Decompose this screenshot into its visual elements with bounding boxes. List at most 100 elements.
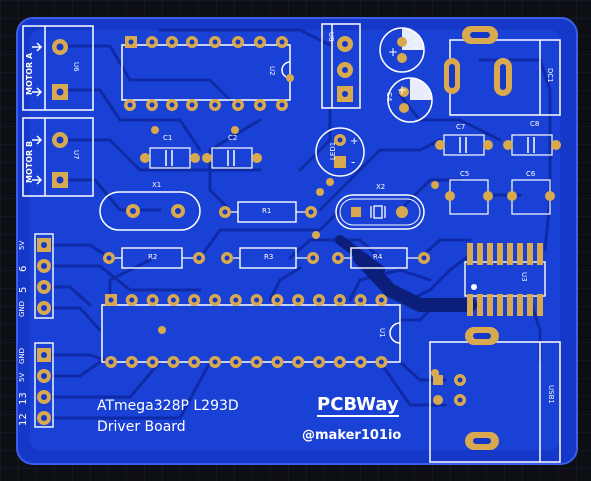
u1-pad-hole <box>378 359 384 365</box>
header2-pin-13: 13 <box>18 392 29 405</box>
led1[interactable]: + - <box>315 127 365 177</box>
u1-pad-hole <box>191 297 197 303</box>
u1-pad-hole <box>254 359 260 365</box>
dc1-power-jack[interactable] <box>444 26 561 116</box>
u1-pad-hole <box>170 297 176 303</box>
c7-capacitor[interactable] <box>435 134 493 156</box>
motor-a-terminal[interactable] <box>22 25 94 111</box>
u1-atmega328p[interactable] <box>101 294 401 368</box>
power-trace-2 <box>335 235 385 275</box>
u1-pad-hole <box>316 359 322 365</box>
u1-pad-hole <box>212 297 218 303</box>
header2-pin-12: 12 <box>18 413 29 426</box>
u1-pad-hole <box>170 359 176 365</box>
ref-c5: C5 <box>460 170 470 178</box>
u1-pad-hole <box>358 297 364 303</box>
r2-resistor[interactable] <box>103 247 205 269</box>
c2-capacitor[interactable] <box>202 147 262 169</box>
ref-r2: R2 <box>148 253 158 261</box>
ref-led1: LED1 <box>329 141 337 160</box>
u1-pad-hole <box>337 297 343 303</box>
ref-u6: U6 <box>72 62 80 72</box>
u2-driver-ic[interactable] <box>121 36 291 111</box>
u1-pad-hole <box>129 297 135 303</box>
r4-resistor[interactable] <box>332 247 430 269</box>
header-2[interactable] <box>34 342 54 428</box>
ref-r4: R4 <box>373 253 383 261</box>
c1-capacitor[interactable] <box>140 147 200 169</box>
board-title-line1: ATmega328P L293D <box>97 398 239 414</box>
ref-c6: C6 <box>526 170 536 178</box>
ref-c7: C7 <box>456 123 466 131</box>
u1-pad-hole <box>378 297 384 303</box>
u1-pad-hole <box>358 359 364 365</box>
c6-capacitor[interactable] <box>507 179 555 215</box>
u1-pad-hole <box>108 297 114 303</box>
u3-soic-ic[interactable] <box>464 243 546 316</box>
u1-pad-hole <box>274 359 280 365</box>
ref-c1: C1 <box>163 134 173 142</box>
ref-c2: C2 <box>228 134 238 142</box>
board-title-line2: Driver Board <box>97 419 186 435</box>
u1-pad-hole <box>316 297 322 303</box>
ref-dc1: DC1 <box>546 68 554 83</box>
ref-u1: U1 <box>378 328 386 338</box>
ref-c3: C3 <box>411 40 419 50</box>
ref-u2: U2 <box>268 66 276 76</box>
u1-pad-hole <box>212 359 218 365</box>
u1-pad-hole <box>274 297 280 303</box>
u1-pad-hole <box>191 359 197 365</box>
x1-crystal[interactable] <box>99 191 201 231</box>
r1-resistor[interactable] <box>219 201 317 223</box>
motor-b-terminal[interactable] <box>22 117 94 197</box>
u1-pad-hole <box>337 359 343 365</box>
x2-crystal[interactable] <box>335 194 425 230</box>
u1-pad-hole <box>233 359 239 365</box>
svg-text:-: - <box>351 155 355 169</box>
ref-x2: X2 <box>376 183 386 191</box>
u1-pad-hole <box>150 359 156 365</box>
header1-pin-5: 5 <box>18 286 29 293</box>
usb1-connector[interactable] <box>429 327 561 463</box>
u1-pad-hole <box>129 359 135 365</box>
header1-pin-5v: 5V <box>18 240 26 250</box>
c4-capacitor[interactable]: + <box>387 77 433 123</box>
copper-pour <box>30 30 560 450</box>
header2-pin-5v: 5V <box>18 372 26 382</box>
header1-pin-gnd: GND <box>18 300 26 317</box>
vias <box>151 74 439 377</box>
svg-text:+: + <box>388 45 398 59</box>
ref-u3: U3 <box>520 272 528 282</box>
motor-b-label: MOTOR B <box>25 140 34 183</box>
u8-regulator[interactable] <box>321 23 361 109</box>
svg-text:+: + <box>350 136 358 147</box>
ref-x1: X1 <box>152 181 162 189</box>
ref-usb1: USB1 <box>547 385 555 404</box>
u1-pad-hole <box>254 297 260 303</box>
header-1[interactable] <box>34 233 54 319</box>
header1-pin-6: 6 <box>18 265 29 272</box>
c5-capacitor[interactable] <box>445 179 493 215</box>
u1-pad-hole <box>150 297 156 303</box>
u1-pad-hole <box>108 359 114 365</box>
c8-capacitor[interactable] <box>503 134 561 156</box>
ref-c8: C8 <box>530 120 540 128</box>
maker-handle: @maker101io <box>302 428 402 443</box>
ref-r1: R1 <box>262 207 272 215</box>
c3-capacitor[interactable]: + <box>379 27 425 73</box>
ref-c4: C4 <box>385 92 393 102</box>
ref-r3: R3 <box>264 253 274 261</box>
header2-pin-gnd: GND <box>18 347 26 364</box>
u1-pad-hole <box>295 359 301 365</box>
r3-resistor[interactable] <box>221 247 319 269</box>
power-trace <box>353 251 477 312</box>
u1-pad-hole <box>233 297 239 303</box>
brand-logo: PCBWay <box>317 394 399 417</box>
ref-u8: U8 <box>327 32 335 42</box>
svg-text:+: + <box>397 83 407 97</box>
u1-pad-hole <box>295 297 301 303</box>
ref-u7: U7 <box>72 150 80 160</box>
motor-a-label: MOTOR A <box>25 52 34 95</box>
